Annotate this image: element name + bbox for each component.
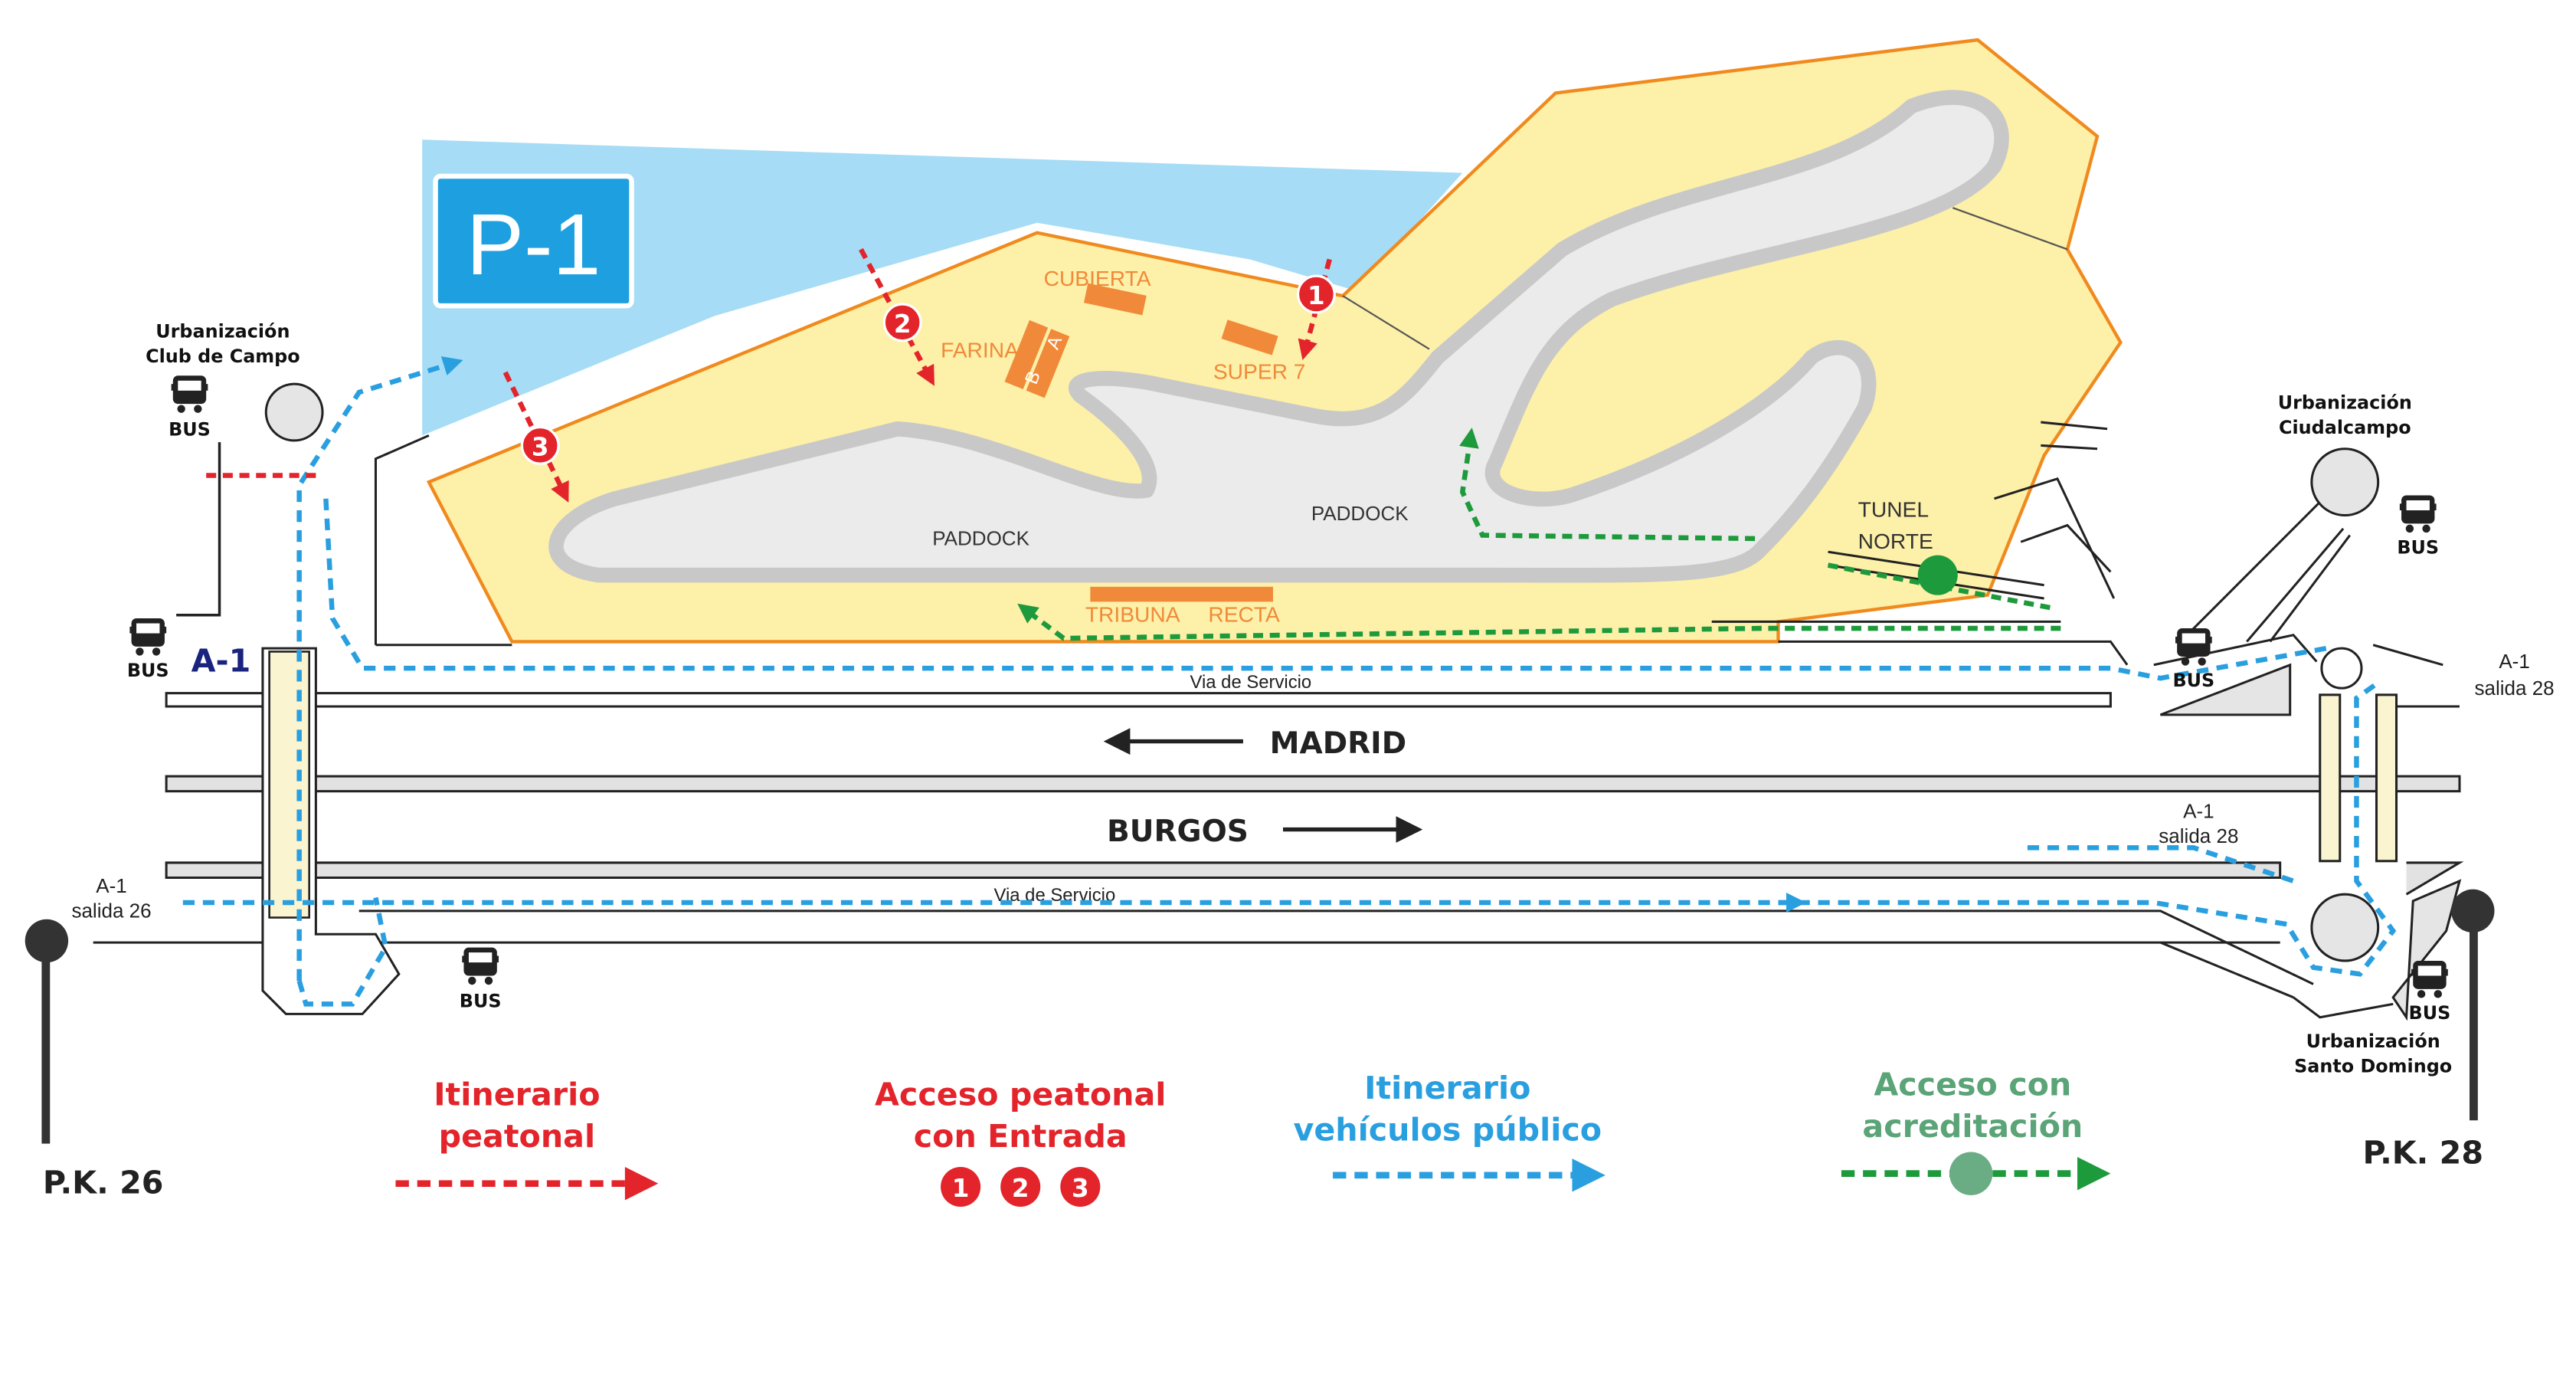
legend-accreditation-arrow xyxy=(2077,1156,2111,1191)
legend-access-line2: con Entrada xyxy=(914,1118,1128,1155)
bus-stop-santo-domingo: BUS xyxy=(2409,960,2451,1024)
legend-access-line1: Acceso peatonal xyxy=(875,1077,1166,1113)
roundabout-ciudalcampo xyxy=(2310,447,2380,517)
club-campo-label-2: Club de Campo xyxy=(146,346,300,367)
access-marker-1[interactable]: 1 xyxy=(1296,274,1336,314)
access-number-2: 2 xyxy=(894,310,912,339)
vehicle-route xyxy=(182,356,2397,1007)
cubierta-building xyxy=(1083,283,1147,316)
tunel-norte-checkpoint xyxy=(1917,555,1958,595)
legend: Itinerario peatonal Acceso peatonal con … xyxy=(395,1067,2111,1208)
highway-right-bottom xyxy=(2405,861,2464,896)
burgos-arrow-head xyxy=(1396,816,1423,843)
pk26-marker xyxy=(25,919,69,1144)
recta-label: RECTA xyxy=(1208,601,1280,626)
legend-access-number-1: 1 xyxy=(952,1174,970,1203)
venue-inner-lines xyxy=(1342,207,2068,350)
exit-26-label-2: salida 26 xyxy=(71,900,151,923)
legend-access-number-2: 2 xyxy=(1012,1174,1029,1203)
bus-label: BUS xyxy=(2172,670,2214,691)
pk26-label: P.K. 26 xyxy=(43,1165,164,1201)
legend-vehicle-line2: vehículos público xyxy=(1293,1111,1602,1148)
parking-area-p1 xyxy=(422,139,1463,436)
access-number-1: 1 xyxy=(1308,281,1325,310)
access-marker-3[interactable]: 3 xyxy=(520,425,560,465)
service-road-bottom-label: Via de Servicio xyxy=(994,885,1116,906)
paddock-left-label: PADDOCK xyxy=(932,527,1029,550)
parking-sign[interactable] xyxy=(433,173,634,309)
cubierta-label: CUBIERTA xyxy=(1044,266,1151,290)
bus-label: BUS xyxy=(2409,1002,2451,1024)
legend-accreditation-line1: Acceso con xyxy=(1874,1067,2071,1103)
access-number-3: 3 xyxy=(532,432,549,461)
paddock-right-label: PADDOCK xyxy=(1311,502,1409,525)
farina-label: FARINA xyxy=(941,337,1019,362)
exit-28-right-label-2: salida 28 xyxy=(2474,677,2554,700)
legend-pedestrian-line2: peatonal xyxy=(439,1118,596,1155)
accreditation-route xyxy=(1017,428,2061,641)
bus-stop-a1-right: BUS xyxy=(2172,628,2214,691)
right-interchange xyxy=(2153,497,2462,1021)
club-campo-label-1: Urbanización xyxy=(155,320,290,342)
exit-26-label-1: A-1 xyxy=(96,874,126,897)
highway-bottom-edge xyxy=(165,861,2282,879)
legend-accreditation-line2: acreditación xyxy=(1862,1108,2083,1145)
legend-vehicle-arrow xyxy=(1572,1159,1605,1192)
left-bridge-deck xyxy=(268,651,310,919)
service-road-top-label: Via de Servicio xyxy=(1190,672,1312,693)
race-track xyxy=(548,90,2009,583)
tribuna-recta-building xyxy=(1090,586,1273,602)
a1-label: A-1 xyxy=(191,642,251,679)
super7-building xyxy=(1221,320,1278,356)
bus-stop-bottom-left: BUS xyxy=(460,947,502,1012)
super7-label: SUPER 7 xyxy=(1213,359,1306,384)
roundabout-a1-small xyxy=(2320,647,2363,690)
pk28-label: P.K. 28 xyxy=(2362,1135,2483,1172)
parking-label: P-1 xyxy=(466,196,601,293)
burgos-label: BURGOS xyxy=(1107,814,1249,849)
bus-stop-a1-left: BUS xyxy=(127,618,169,681)
legend-pedestrian-line1: Itinerario xyxy=(434,1077,600,1113)
ciudalcampo-label-2: Ciudalcampo xyxy=(2279,417,2411,438)
exit-28-mid-label-2: salida 28 xyxy=(2159,824,2238,847)
roundabout-santo-domingo xyxy=(2310,893,2380,962)
legend-access-number-3: 3 xyxy=(1072,1174,1089,1203)
exit-28-right-label-1: A-1 xyxy=(2499,650,2529,673)
bus-label: BUS xyxy=(169,418,211,440)
exit-28-mid-label-1: A-1 xyxy=(2183,799,2214,822)
santo-domingo-label-1: Urbanización xyxy=(2306,1031,2440,1052)
madrid-label: MADRID xyxy=(1270,726,1406,761)
bus-label: BUS xyxy=(127,660,169,681)
access-marker-2[interactable]: 2 xyxy=(882,303,922,342)
farina-stands xyxy=(1004,320,1070,398)
service-road-top xyxy=(165,692,2112,708)
madrid-arrow-head xyxy=(1103,728,1131,755)
service-road-bottom xyxy=(93,909,2314,999)
highway-median xyxy=(165,775,2461,793)
tunel-label: TUNEL xyxy=(1858,497,1929,522)
bus-stop-ciudalcampo: BUS xyxy=(2397,495,2439,558)
pk28-marker xyxy=(2451,889,2495,1121)
bus-stop-club-campo: BUS xyxy=(169,375,221,617)
side-roads xyxy=(374,421,2129,666)
santo-domingo-label-2: Santo Domingo xyxy=(2294,1055,2452,1077)
legend-vehicle-line1: Itinerario xyxy=(1364,1070,1530,1106)
tribuna-label: TRIBUNA xyxy=(1085,601,1180,626)
ciudalcampo-label-1: Urbanización xyxy=(2278,392,2412,414)
norte-label: NORTE xyxy=(1858,529,1933,553)
legend-accreditation-dot xyxy=(1949,1152,1993,1195)
bus-label: BUS xyxy=(2397,536,2439,558)
bus-label: BUS xyxy=(460,991,502,1012)
roundabout-club-campo xyxy=(264,382,324,442)
legend-pedestrian-arrow xyxy=(624,1166,659,1201)
